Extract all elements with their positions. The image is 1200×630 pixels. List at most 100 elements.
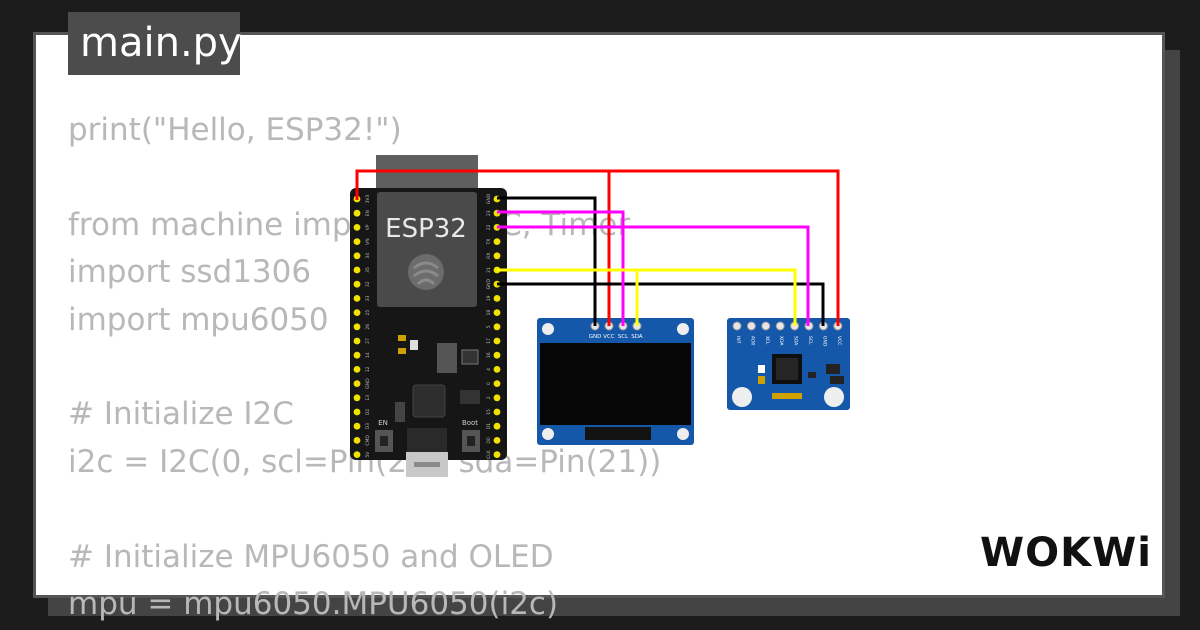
esp32-pin-label: 26 [365, 324, 371, 330]
mpu6050-pin-label: SCL [807, 336, 813, 345]
esp32-pin[interactable] [493, 394, 501, 402]
code-line: print("Hello, ESP32!") [68, 112, 402, 148]
mpu6050-pin[interactable] [761, 321, 771, 331]
esp32-pin[interactable] [493, 309, 501, 316]
esp32-pin-label: 17 [486, 338, 492, 344]
esp32-pin-label: D3 [365, 423, 371, 429]
oled-pin-label: SDA [631, 334, 643, 340]
esp32-pin[interactable] [493, 323, 501, 331]
esp32-pin-label: 22 [486, 224, 492, 230]
code-line: import mpu6050 [68, 301, 329, 338]
esp32-pin-label: 4 [486, 368, 492, 371]
esp32-pin[interactable] [353, 238, 361, 246]
esp32-pin[interactable] [353, 309, 361, 316]
esp32-pin[interactable] [353, 252, 361, 260]
esp32-pin[interactable] [353, 366, 361, 373]
boot-button[interactable]: Boot [462, 419, 480, 452]
esp32-pin[interactable] [353, 224, 361, 231]
esp32-pin-label: 19 [486, 295, 492, 301]
esp32-pin[interactable] [493, 380, 501, 387]
esp32-pin[interactable] [353, 280, 361, 288]
wire-power-to-mpu-vcc [357, 169, 840, 326]
esp32-pin[interactable] [353, 380, 361, 387]
esp32-pin-label: CLK [486, 449, 492, 459]
esp32-pin[interactable] [353, 422, 361, 430]
esp32-pin-label: 2 [486, 396, 492, 399]
espressif-logo-icon [408, 254, 444, 290]
mpu6050-sensor[interactable]: INT AD0 XCL XDA SDA SCL GND VCC [727, 318, 850, 410]
wires [355, 169, 840, 326]
mpu6050-pin-label: GND [821, 336, 827, 347]
esp32-pin[interactable] [353, 295, 361, 302]
esp32-pin[interactable] [353, 451, 361, 458]
esp32-pin[interactable] [353, 209, 361, 217]
esp32-pin[interactable] [493, 422, 501, 430]
esp32-pin-label: 15 [486, 409, 492, 415]
esp32-pin[interactable] [493, 252, 501, 260]
mpu6050-pin-label: XCL [764, 336, 770, 345]
esp32-pin-label: 34 [365, 253, 371, 259]
wire-sda-to-oled [497, 268, 639, 326]
esp32-pin-label: VN [365, 238, 371, 244]
svg-text:WOKWi: WOKWi [980, 530, 1152, 576]
esp32-pin[interactable] [493, 437, 501, 444]
esp32-pin[interactable] [493, 366, 501, 373]
oled-pin-label: GND [589, 334, 602, 340]
esp32-pin[interactable] [493, 337, 501, 345]
esp32-pin-label: 13 [365, 395, 371, 401]
esp32-pin[interactable] [353, 323, 361, 331]
svg-text:EN: EN [378, 419, 388, 427]
esp32-pin-label: GND [486, 279, 492, 290]
mpu6050-pin[interactable] [732, 321, 742, 331]
code-line: import ssd1306 [68, 254, 312, 291]
wokwi-logo: WOKWi [980, 530, 1151, 576]
esp32-board[interactable]: ESP32 3V3ENVPVN343532332526271412GND13D2… [350, 155, 507, 477]
esp32-pin-label: 23 [486, 210, 492, 216]
wire-scl-to-mpu [497, 225, 810, 326]
mpu6050-pin-label: INT [735, 336, 741, 344]
wire-gnd-to-mpu-gnd [497, 282, 825, 326]
usb-port [406, 428, 448, 477]
esp32-pin-label: TX [486, 239, 492, 246]
esp32-pin-label: 35 [365, 267, 371, 273]
esp32-pin[interactable] [493, 238, 501, 246]
esp32-pin[interactable] [353, 266, 361, 274]
oled-pin-label: VCC [603, 334, 615, 340]
esp32-pin-label: VP [365, 224, 371, 230]
esp32-left-pin-header: 3V3ENVPVN343532332526271412GND13D2D3CMD5… [353, 194, 371, 458]
en-button[interactable]: EN [375, 419, 393, 452]
mpu6050-pin-label: VCC [836, 336, 842, 345]
esp32-pin-label: RX [486, 253, 492, 259]
svg-text:Boot: Boot [462, 419, 478, 427]
esp32-pin[interactable] [493, 451, 501, 458]
esp32-pin-label: GND [486, 193, 492, 204]
mpu6050-pin-label: SDA [793, 336, 799, 346]
esp32-pin-label: 25 [365, 310, 371, 316]
esp32-pin[interactable] [493, 408, 501, 416]
esp32-pin-label: 14 [365, 352, 371, 358]
esp32-pin-label: 5V [365, 451, 371, 458]
esp32-pin-label: D0 [486, 437, 492, 443]
esp32-pin-label: CMD [365, 435, 371, 446]
mpu6050-pin[interactable] [775, 321, 785, 331]
esp32-pin-label: D2 [365, 409, 371, 415]
mpu6050-pin[interactable] [746, 321, 756, 331]
oled-pin-label: SCL [618, 334, 629, 340]
esp32-pin-label: 12 [365, 366, 371, 372]
esp32-pin[interactable] [493, 295, 501, 302]
esp32-pin[interactable] [353, 394, 361, 402]
esp32-pin[interactable] [353, 337, 361, 345]
esp32-pin-label: D1 [486, 423, 492, 429]
esp32-pin[interactable] [493, 351, 501, 359]
file-tab[interactable]: main.py [68, 12, 242, 75]
esp32-pin[interactable] [353, 437, 361, 444]
mpu6050-pin-label: AD0 [749, 336, 755, 346]
esp32-pin[interactable] [353, 408, 361, 416]
esp32-pin[interactable] [353, 351, 361, 359]
esp32-pin-label: GND [365, 378, 371, 389]
wire-gnd-to-oled-gnd [497, 196, 597, 326]
mpu6050-pin-label: XDA [778, 336, 784, 346]
esp32-pin-label: 32 [365, 281, 371, 287]
